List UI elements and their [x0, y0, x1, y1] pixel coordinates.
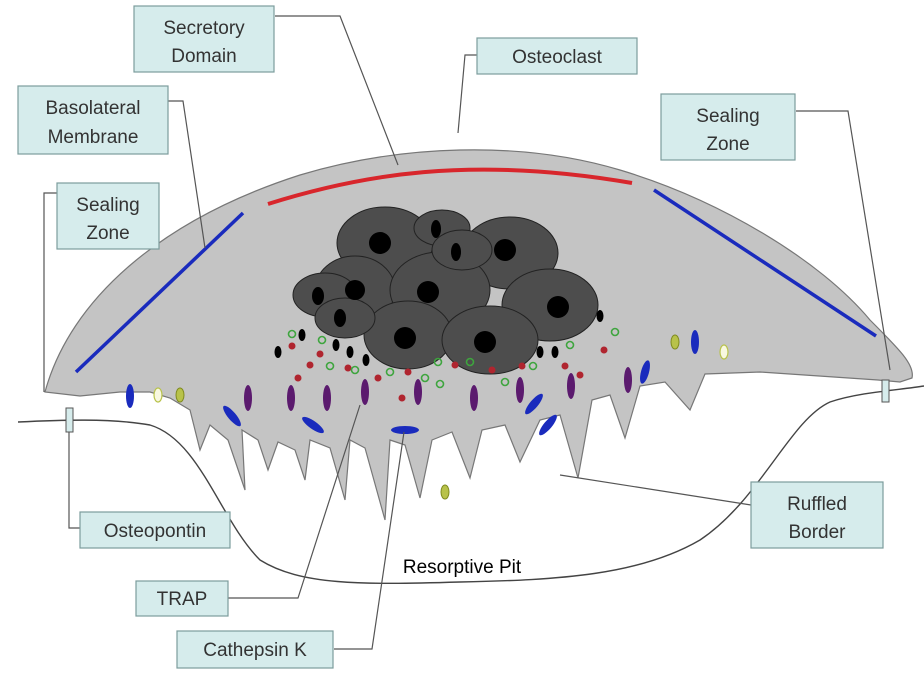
- vesicle-red: [307, 362, 314, 369]
- label-osteoclast-text: Osteoclast: [512, 47, 602, 68]
- label-basolateral-membrane-line2: Membrane: [48, 127, 139, 148]
- label-basolateral-membrane-line1: Basolateral: [45, 98, 140, 119]
- vesicle-purple: [624, 367, 632, 393]
- label-secretory-domain-line1: Secretory: [163, 18, 245, 39]
- vesicle-purple: [516, 377, 524, 403]
- vesicle-purple: [323, 385, 331, 411]
- vesicle-red: [562, 363, 569, 370]
- vesicle-purple: [567, 373, 575, 399]
- nucleolus: [312, 287, 324, 305]
- osteopontin-stub-left: [66, 408, 73, 432]
- vesicle-red: [452, 362, 459, 369]
- label-basolateral-membrane: Basolateral Membrane: [18, 86, 168, 154]
- label-ruffled-border-line2: Border: [788, 522, 846, 543]
- vesicle-black: [363, 354, 370, 366]
- vesicle-red: [289, 343, 296, 350]
- nucleolus: [369, 232, 391, 254]
- vesicle-blue: [391, 426, 419, 434]
- vesicle-red: [399, 395, 406, 402]
- vesicle-black: [333, 339, 340, 351]
- vesicle-purple: [244, 385, 252, 411]
- vesicle-black: [552, 346, 559, 358]
- nucleolus: [474, 331, 496, 353]
- leader-osteoclast: [458, 55, 477, 133]
- label-sealing-zone-left: Sealing Zone: [57, 183, 159, 249]
- label-osteoclast: Osteoclast: [477, 38, 637, 74]
- label-sealing-zone-right: Sealing Zone: [661, 94, 795, 160]
- nucleolus: [394, 327, 416, 349]
- vesicle-red: [405, 369, 412, 376]
- label-osteopontin-text: Osteopontin: [104, 521, 206, 542]
- vesicle-red: [317, 351, 324, 358]
- nucleolus: [451, 243, 461, 261]
- label-cathepsin-k-text: Cathepsin K: [203, 640, 307, 661]
- vesicle-purple: [470, 385, 478, 411]
- vesicle-black: [347, 346, 354, 358]
- label-ruffled-border: Ruffled Border: [751, 482, 883, 548]
- vesicle-white: [154, 388, 162, 402]
- vesicle-purple: [414, 379, 422, 405]
- vesicle-red: [577, 372, 584, 379]
- nucleolus: [345, 280, 365, 300]
- vesicle-blue: [691, 330, 699, 354]
- leader-secretory-domain: [275, 16, 398, 165]
- vesicle-purple: [287, 385, 295, 411]
- vesicle-red: [375, 375, 382, 382]
- vesicle-blue: [126, 384, 134, 408]
- vesicle-black: [597, 310, 604, 322]
- label-sealing-zone-right-line2: Zone: [706, 134, 749, 155]
- osteopontin-stub-right: [882, 380, 889, 402]
- label-trap-text: TRAP: [157, 589, 208, 610]
- label-sealing-zone-left-line2: Zone: [86, 223, 129, 244]
- label-ruffled-border-line1: Ruffled: [787, 494, 847, 515]
- label-sealing-zone-left-line1: Sealing: [76, 195, 139, 216]
- nucleolus: [431, 220, 441, 238]
- leader-ruffled-border: [560, 475, 751, 505]
- vesicle-yellow: [441, 485, 449, 499]
- vesicle-yellow: [671, 335, 679, 349]
- nucleus: [432, 230, 492, 270]
- vesicle-black: [275, 346, 282, 358]
- vesicle-red: [345, 365, 352, 372]
- nucleolus: [334, 309, 346, 327]
- nucleolus: [494, 239, 516, 261]
- vesicle-red: [601, 347, 608, 354]
- vesicle-red: [489, 367, 496, 374]
- nucleolus: [417, 281, 439, 303]
- vesicle-black: [537, 346, 544, 358]
- vesicle-purple: [361, 379, 369, 405]
- resorptive-pit-label: Resorptive Pit: [403, 557, 522, 578]
- vesicle-red: [519, 363, 526, 370]
- vesicle-red: [295, 375, 302, 382]
- label-secretory-domain: Secretory Domain: [134, 6, 274, 72]
- vesicle-black: [299, 329, 306, 341]
- vesicle-white: [720, 345, 728, 359]
- label-trap: TRAP: [136, 581, 228, 616]
- label-cathepsin-k: Cathepsin K: [177, 631, 333, 668]
- nucleolus: [547, 296, 569, 318]
- label-osteopontin: Osteopontin: [80, 512, 230, 548]
- label-sealing-zone-right-line1: Sealing: [696, 106, 759, 127]
- label-secretory-domain-line2: Domain: [171, 46, 236, 67]
- leader-osteopontin: [69, 432, 80, 528]
- vesicle-yellow: [176, 388, 184, 402]
